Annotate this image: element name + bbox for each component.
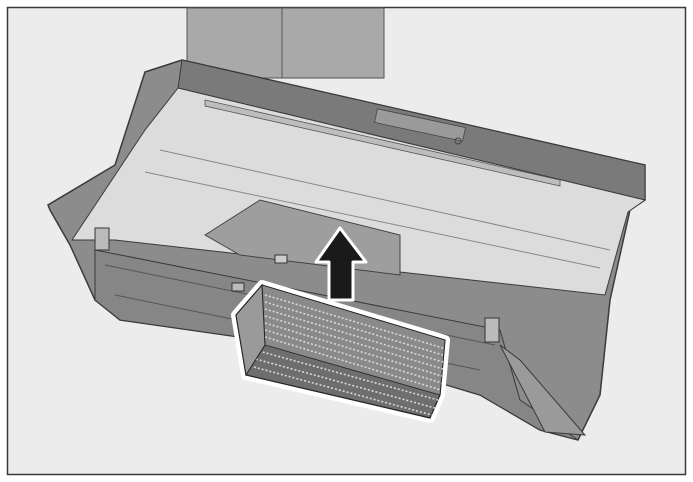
- grease-filter-icon: [231, 280, 450, 423]
- chimney: [186, 7, 385, 79]
- arrow-up-icon: [314, 226, 368, 302]
